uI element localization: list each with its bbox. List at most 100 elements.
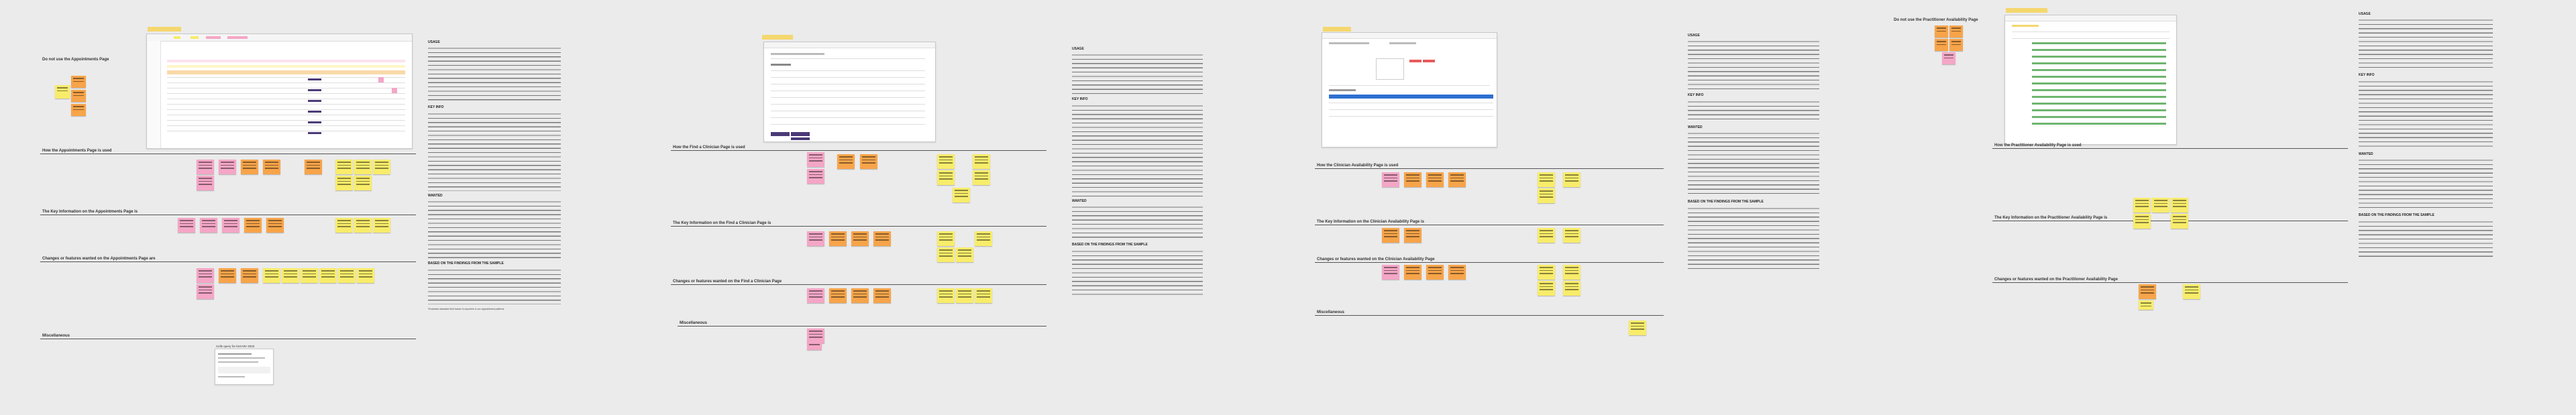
sticky-note[interactable] bbox=[219, 160, 236, 174]
sticky-note[interactable] bbox=[807, 231, 824, 246]
sticky-note[interactable] bbox=[1949, 25, 1963, 38]
sticky-note[interactable] bbox=[71, 76, 86, 88]
sticky-note[interactable] bbox=[244, 218, 262, 233]
sticky-note[interactable] bbox=[1942, 52, 1955, 64]
sticky-note[interactable] bbox=[200, 218, 217, 233]
sticky-note[interactable] bbox=[956, 247, 973, 262]
sticky-note[interactable] bbox=[197, 284, 214, 299]
sticky-note[interactable] bbox=[1949, 39, 1963, 51]
sticky-note[interactable] bbox=[263, 268, 280, 283]
sticky-note[interactable] bbox=[2183, 284, 2200, 299]
sticky-note[interactable] bbox=[807, 329, 824, 343]
sticky-note[interactable] bbox=[1538, 265, 1555, 280]
sticky-note[interactable] bbox=[2171, 198, 2188, 213]
sticky-note[interactable] bbox=[2133, 214, 2151, 229]
sticky-note[interactable] bbox=[1448, 172, 1466, 187]
sticky-note[interactable] bbox=[373, 160, 390, 174]
app-screenshot bbox=[763, 42, 936, 142]
sticky-note[interactable] bbox=[1629, 320, 1646, 335]
sticky-note[interactable] bbox=[851, 288, 869, 303]
sticky-note[interactable] bbox=[1538, 172, 1555, 187]
sticky-note[interactable] bbox=[335, 218, 353, 233]
divider bbox=[671, 226, 1046, 227]
sticky-note[interactable] bbox=[1935, 25, 1948, 38]
divider bbox=[1992, 282, 2348, 283]
app-screenshot bbox=[146, 34, 413, 149]
sticky-note[interactable] bbox=[1538, 188, 1555, 203]
sticky-note[interactable] bbox=[973, 170, 990, 185]
sticky-note[interactable] bbox=[222, 218, 239, 233]
sticky-note[interactable] bbox=[807, 342, 822, 350]
sticky-note[interactable] bbox=[837, 154, 855, 169]
sticky-note[interactable] bbox=[357, 268, 374, 283]
sticky-note[interactable] bbox=[354, 176, 372, 190]
sticky-note[interactable] bbox=[1426, 172, 1444, 187]
sticky-note[interactable] bbox=[2139, 300, 2153, 310]
notes-heading: KEY INFO bbox=[2359, 73, 2375, 78]
sticky-note[interactable] bbox=[1563, 265, 1580, 280]
sticky-note[interactable] bbox=[873, 231, 891, 246]
sticky-note[interactable] bbox=[937, 231, 955, 246]
sticky-note[interactable] bbox=[1382, 265, 1399, 280]
sticky-note[interactable] bbox=[975, 231, 992, 246]
sticky-note[interactable] bbox=[2152, 198, 2169, 213]
sticky-note[interactable] bbox=[71, 104, 86, 116]
sticky-note[interactable] bbox=[305, 160, 322, 174]
sticky-note[interactable] bbox=[1404, 228, 1421, 243]
sticky-note[interactable] bbox=[354, 160, 372, 174]
sticky-note[interactable] bbox=[1404, 172, 1421, 187]
sticky-note[interactable] bbox=[829, 231, 847, 246]
sticky-note[interactable] bbox=[55, 85, 70, 99]
sticky-note[interactable] bbox=[1448, 265, 1466, 280]
sticky-note[interactable] bbox=[975, 288, 992, 303]
sticky-note[interactable] bbox=[373, 218, 390, 233]
sticky-note[interactable] bbox=[1538, 228, 1555, 243]
sticky-note[interactable] bbox=[1538, 281, 1555, 296]
sticky-note[interactable] bbox=[973, 154, 990, 169]
sticky-note[interactable] bbox=[197, 160, 214, 174]
sticky-note[interactable] bbox=[1935, 39, 1948, 51]
sticky-note[interactable] bbox=[241, 160, 258, 174]
sticky-note[interactable] bbox=[1382, 228, 1399, 243]
notes-heading: USAGE bbox=[1072, 47, 1084, 51]
section-title: Do not use the Appointments Page bbox=[42, 58, 109, 62]
sticky-note[interactable] bbox=[807, 152, 824, 167]
sticky-note[interactable] bbox=[71, 90, 86, 102]
sticky-note[interactable] bbox=[1563, 228, 1580, 243]
sticky-note[interactable] bbox=[1563, 172, 1580, 187]
sticky-note[interactable] bbox=[1426, 265, 1444, 280]
sticky-note[interactable] bbox=[2171, 214, 2188, 229]
sticky-note[interactable] bbox=[937, 154, 955, 169]
sticky-note[interactable] bbox=[282, 268, 299, 283]
sticky-note[interactable] bbox=[956, 288, 973, 303]
sticky-note[interactable] bbox=[807, 288, 824, 303]
sticky-note[interactable] bbox=[354, 218, 372, 233]
sticky-note[interactable] bbox=[2133, 198, 2151, 213]
sticky-note[interactable] bbox=[937, 247, 955, 262]
sticky-note[interactable] bbox=[335, 176, 353, 190]
sticky-note[interactable] bbox=[219, 268, 236, 283]
sticky-note[interactable] bbox=[178, 218, 195, 233]
sticky-note[interactable] bbox=[241, 268, 258, 283]
sticky-note[interactable] bbox=[197, 268, 214, 283]
sticky-note[interactable] bbox=[197, 176, 214, 190]
sticky-note[interactable] bbox=[851, 231, 869, 246]
sticky-note[interactable] bbox=[873, 288, 891, 303]
sticky-note[interactable] bbox=[2139, 284, 2156, 299]
sticky-note[interactable] bbox=[301, 268, 318, 283]
sticky-note[interactable] bbox=[1404, 265, 1421, 280]
sticky-note[interactable] bbox=[953, 188, 970, 202]
sticky-note[interactable] bbox=[263, 160, 280, 174]
sticky-note[interactable] bbox=[829, 288, 847, 303]
sticky-note[interactable] bbox=[338, 268, 356, 283]
sticky-note[interactable] bbox=[1563, 281, 1580, 296]
notes-text-block bbox=[1688, 38, 1819, 91]
sticky-note[interactable] bbox=[1382, 172, 1399, 187]
sticky-note[interactable] bbox=[860, 154, 877, 169]
sticky-note[interactable] bbox=[807, 169, 824, 184]
sticky-note[interactable] bbox=[937, 288, 955, 303]
sticky-note[interactable] bbox=[937, 170, 955, 185]
sticky-note[interactable] bbox=[266, 218, 284, 233]
sticky-note[interactable] bbox=[319, 268, 337, 283]
sticky-note[interactable] bbox=[335, 160, 353, 174]
